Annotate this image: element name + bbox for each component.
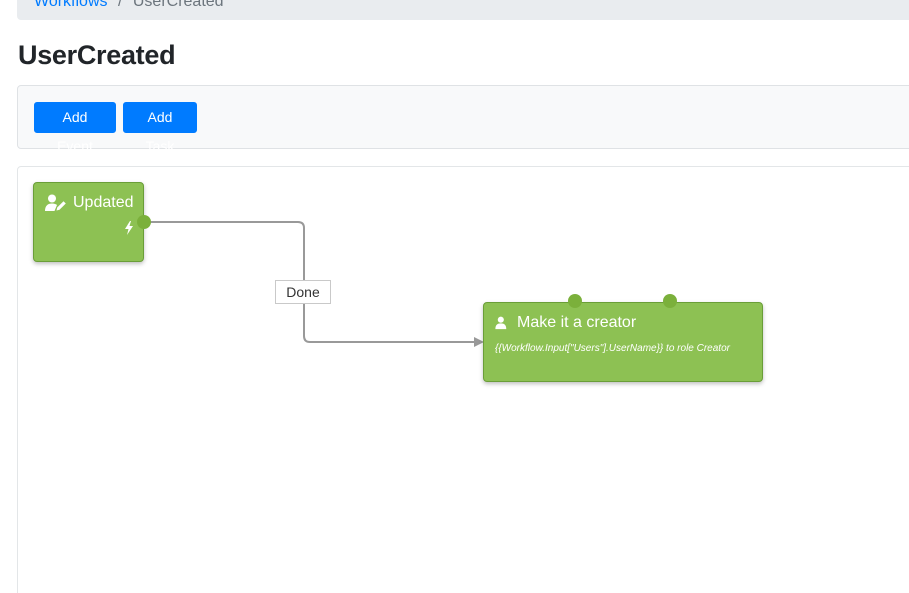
source-endpoint[interactable] <box>137 215 151 229</box>
activity-make-it-a-creator[interactable]: Make it a creator {{Workflow.Input["User… <box>483 302 763 382</box>
add-task-button[interactable]: Add Task <box>123 102 197 154</box>
workflow-canvas[interactable] <box>17 166 909 593</box>
activity-updated[interactable]: Updated <box>33 182 144 262</box>
user-edit-icon <box>45 194 66 211</box>
breadcrumb-workflows-link[interactable]: Workflows <box>34 0 108 10</box>
source-endpoint[interactable] <box>663 294 677 308</box>
activity-header: Make it a creator <box>495 314 636 332</box>
breadcrumb: Workflows / UserCreated <box>17 0 909 20</box>
activity-header: Updated <box>45 194 134 212</box>
user-icon <box>495 316 507 330</box>
page-title: UserCreated <box>18 40 176 70</box>
activity-title: Updated <box>73 194 134 211</box>
activity-title: Make it a creator <box>517 314 637 331</box>
breadcrumb-current: UserCreated <box>132 0 224 10</box>
connection-label[interactable]: Done <box>275 280 331 304</box>
add-event-button[interactable]: Add Event <box>34 102 116 154</box>
lightning-icon <box>125 221 133 235</box>
activity-description: {{Workflow.Input["Users"].UserName}} to … <box>495 343 730 354</box>
designer-toolbar: Add Event Add Task <box>17 85 909 154</box>
breadcrumb-separator: / <box>117 0 123 10</box>
target-endpoint[interactable] <box>568 294 582 308</box>
